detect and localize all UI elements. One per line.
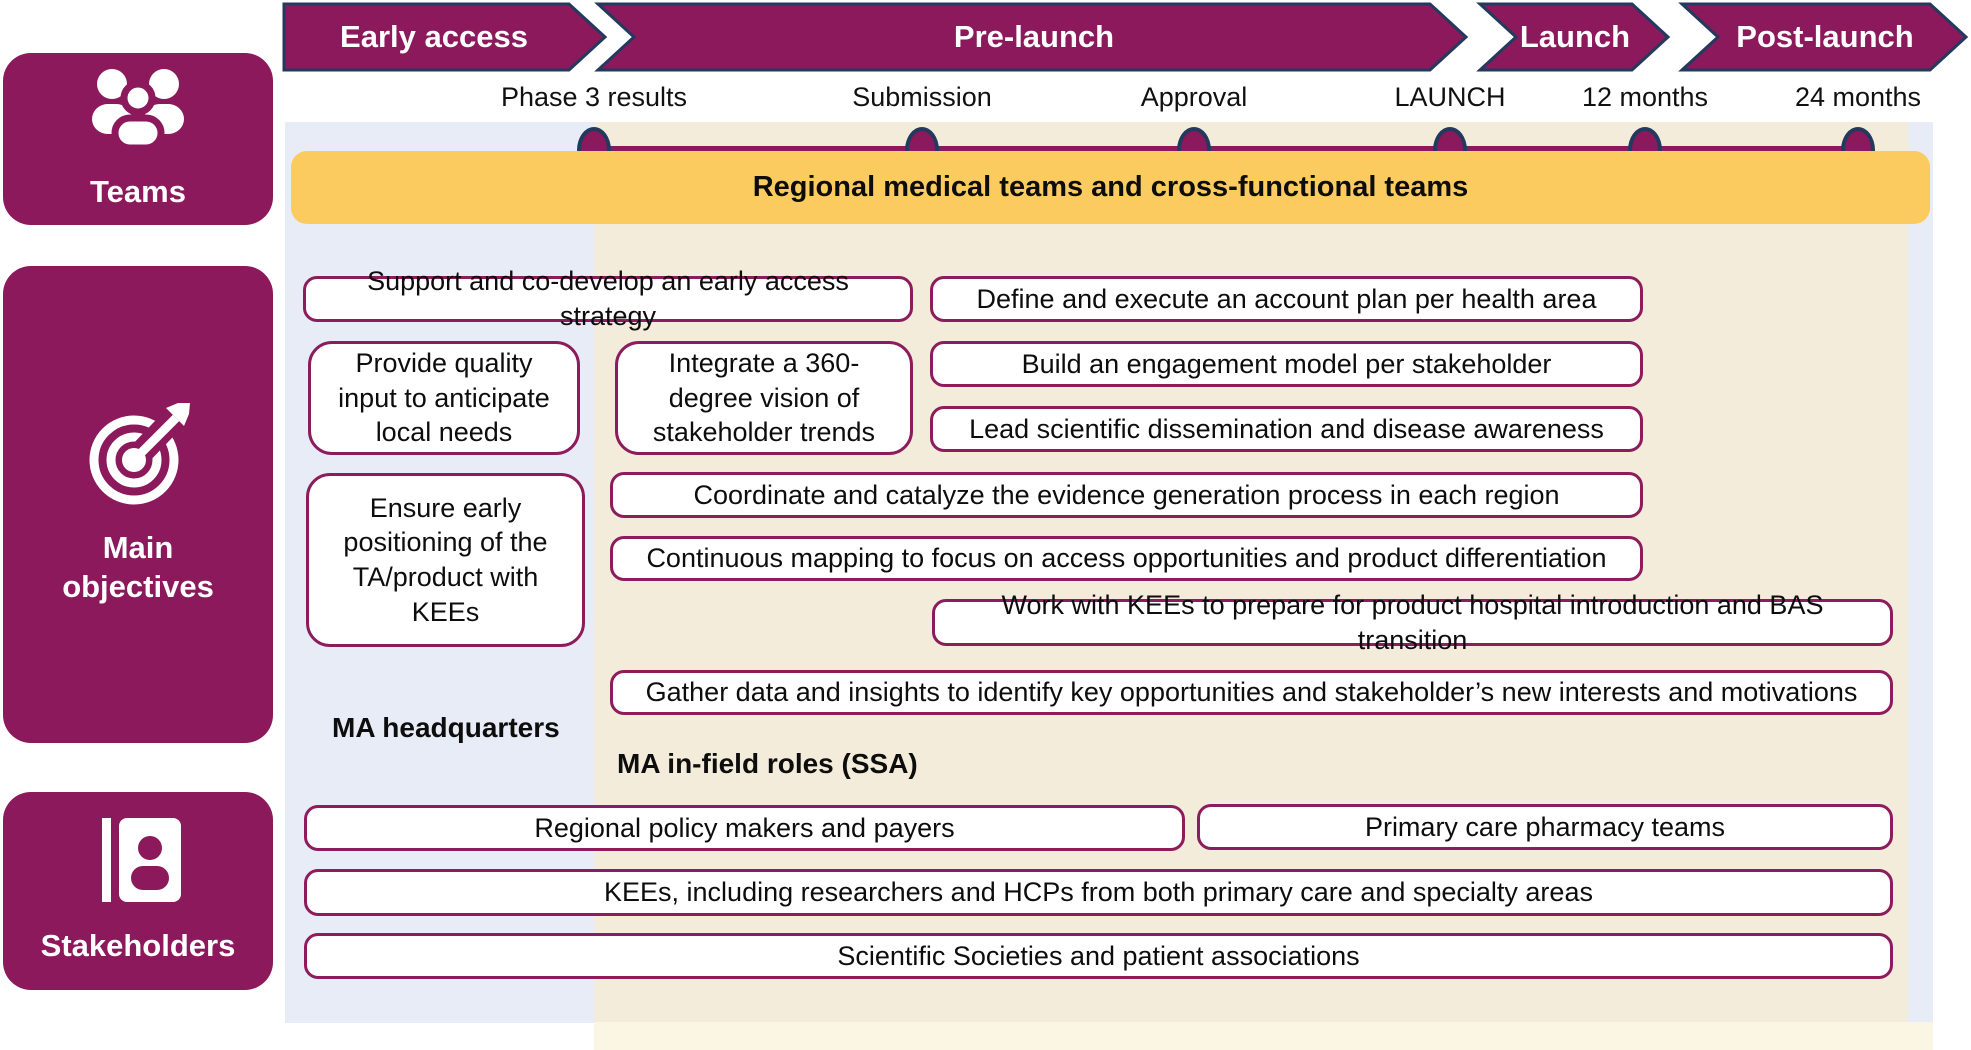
people-group-icon xyxy=(82,66,194,155)
chevron-post-launch xyxy=(1678,2,1969,72)
sidebar-label-main-objectives: Main objectives xyxy=(62,530,214,604)
milestone-phase3: Phase 3 results xyxy=(500,82,688,112)
objective-ensure-early-positioning: Ensure early positioning of the TA/produ… xyxy=(306,473,585,647)
objective-define-account-plan: Define and execute an account plan per h… xyxy=(930,276,1643,322)
stakeholder-primary-care-pharmacy: Primary care pharmacy teams xyxy=(1197,804,1893,850)
objective-build-engagement-model: Build an engagement model per stakeholde… xyxy=(930,341,1643,387)
right-edge-strip xyxy=(1908,122,1933,1022)
phase-label-launch: Launch xyxy=(1519,19,1631,54)
milestone-launch: LAUNCH xyxy=(1394,82,1506,112)
sidebar-card-stakeholders: Stakeholders xyxy=(3,792,273,990)
teams-banner-label: Regional medical teams and cross-functio… xyxy=(752,171,1469,203)
chevron-pre-launch xyxy=(594,2,1469,72)
milestone-12months: 12 months xyxy=(1581,82,1709,112)
stakeholder-kees-researchers-hcps: KEEs, including researchers and HCPs fro… xyxy=(304,869,1893,916)
target-arrow-icon xyxy=(86,393,199,511)
objective-coordinate-evidence: Coordinate and catalyze the evidence gen… xyxy=(610,472,1643,518)
phase-chevrons xyxy=(282,2,1969,72)
objective-lead-scientific-dissemination: Lead scientific dissemination and diseas… xyxy=(930,406,1643,452)
timeline-line xyxy=(594,146,1862,151)
sidebar-label-stakeholders: Stakeholders xyxy=(40,928,236,964)
sidebar-card-teams: Teams xyxy=(3,53,273,225)
objective-gather-data-insights: Gather data and insights to identify key… xyxy=(610,670,1893,715)
label-ma-headquarters: MA headquarters xyxy=(332,712,560,743)
bottom-strip xyxy=(594,1022,1933,1050)
phase-label-pre-launch: Pre-launch xyxy=(953,19,1115,54)
stakeholder-regional-policy-makers: Regional policy makers and payers xyxy=(304,805,1185,851)
milestone-24months: 24 months xyxy=(1794,82,1922,112)
phase-label-post-launch: Post-launch xyxy=(1736,19,1914,54)
sidebar-card-main-objectives: Main objectives xyxy=(3,266,273,743)
objective-integrate-360-vision: Integrate a 360-degree vision of stakeho… xyxy=(615,341,913,455)
chevron-launch xyxy=(1476,2,1671,72)
objective-support-early-access: Support and co-develop an early access s… xyxy=(303,266,913,331)
objective-work-with-kees: Work with KEEs to prepare for product ho… xyxy=(932,590,1893,655)
teams-banner: Regional medical teams and cross-functio… xyxy=(291,151,1930,224)
milestone-submission: Submission xyxy=(852,82,992,112)
milestone-approval: Approval xyxy=(1140,82,1248,112)
label-ma-infield-roles: MA in-field roles (SSA) xyxy=(617,748,918,779)
sidebar-label-teams: Teams xyxy=(90,174,186,210)
phase-label-early-access: Early access xyxy=(340,19,528,54)
contact-book-icon xyxy=(88,816,188,909)
objective-provide-quality-input: Provide quality input to anticipate loca… xyxy=(308,341,580,455)
chevron-early-access xyxy=(282,2,608,72)
stakeholder-scientific-societies: Scientific Societies and patient associa… xyxy=(304,933,1893,979)
objective-continuous-mapping: Continuous mapping to focus on access op… xyxy=(610,536,1643,581)
